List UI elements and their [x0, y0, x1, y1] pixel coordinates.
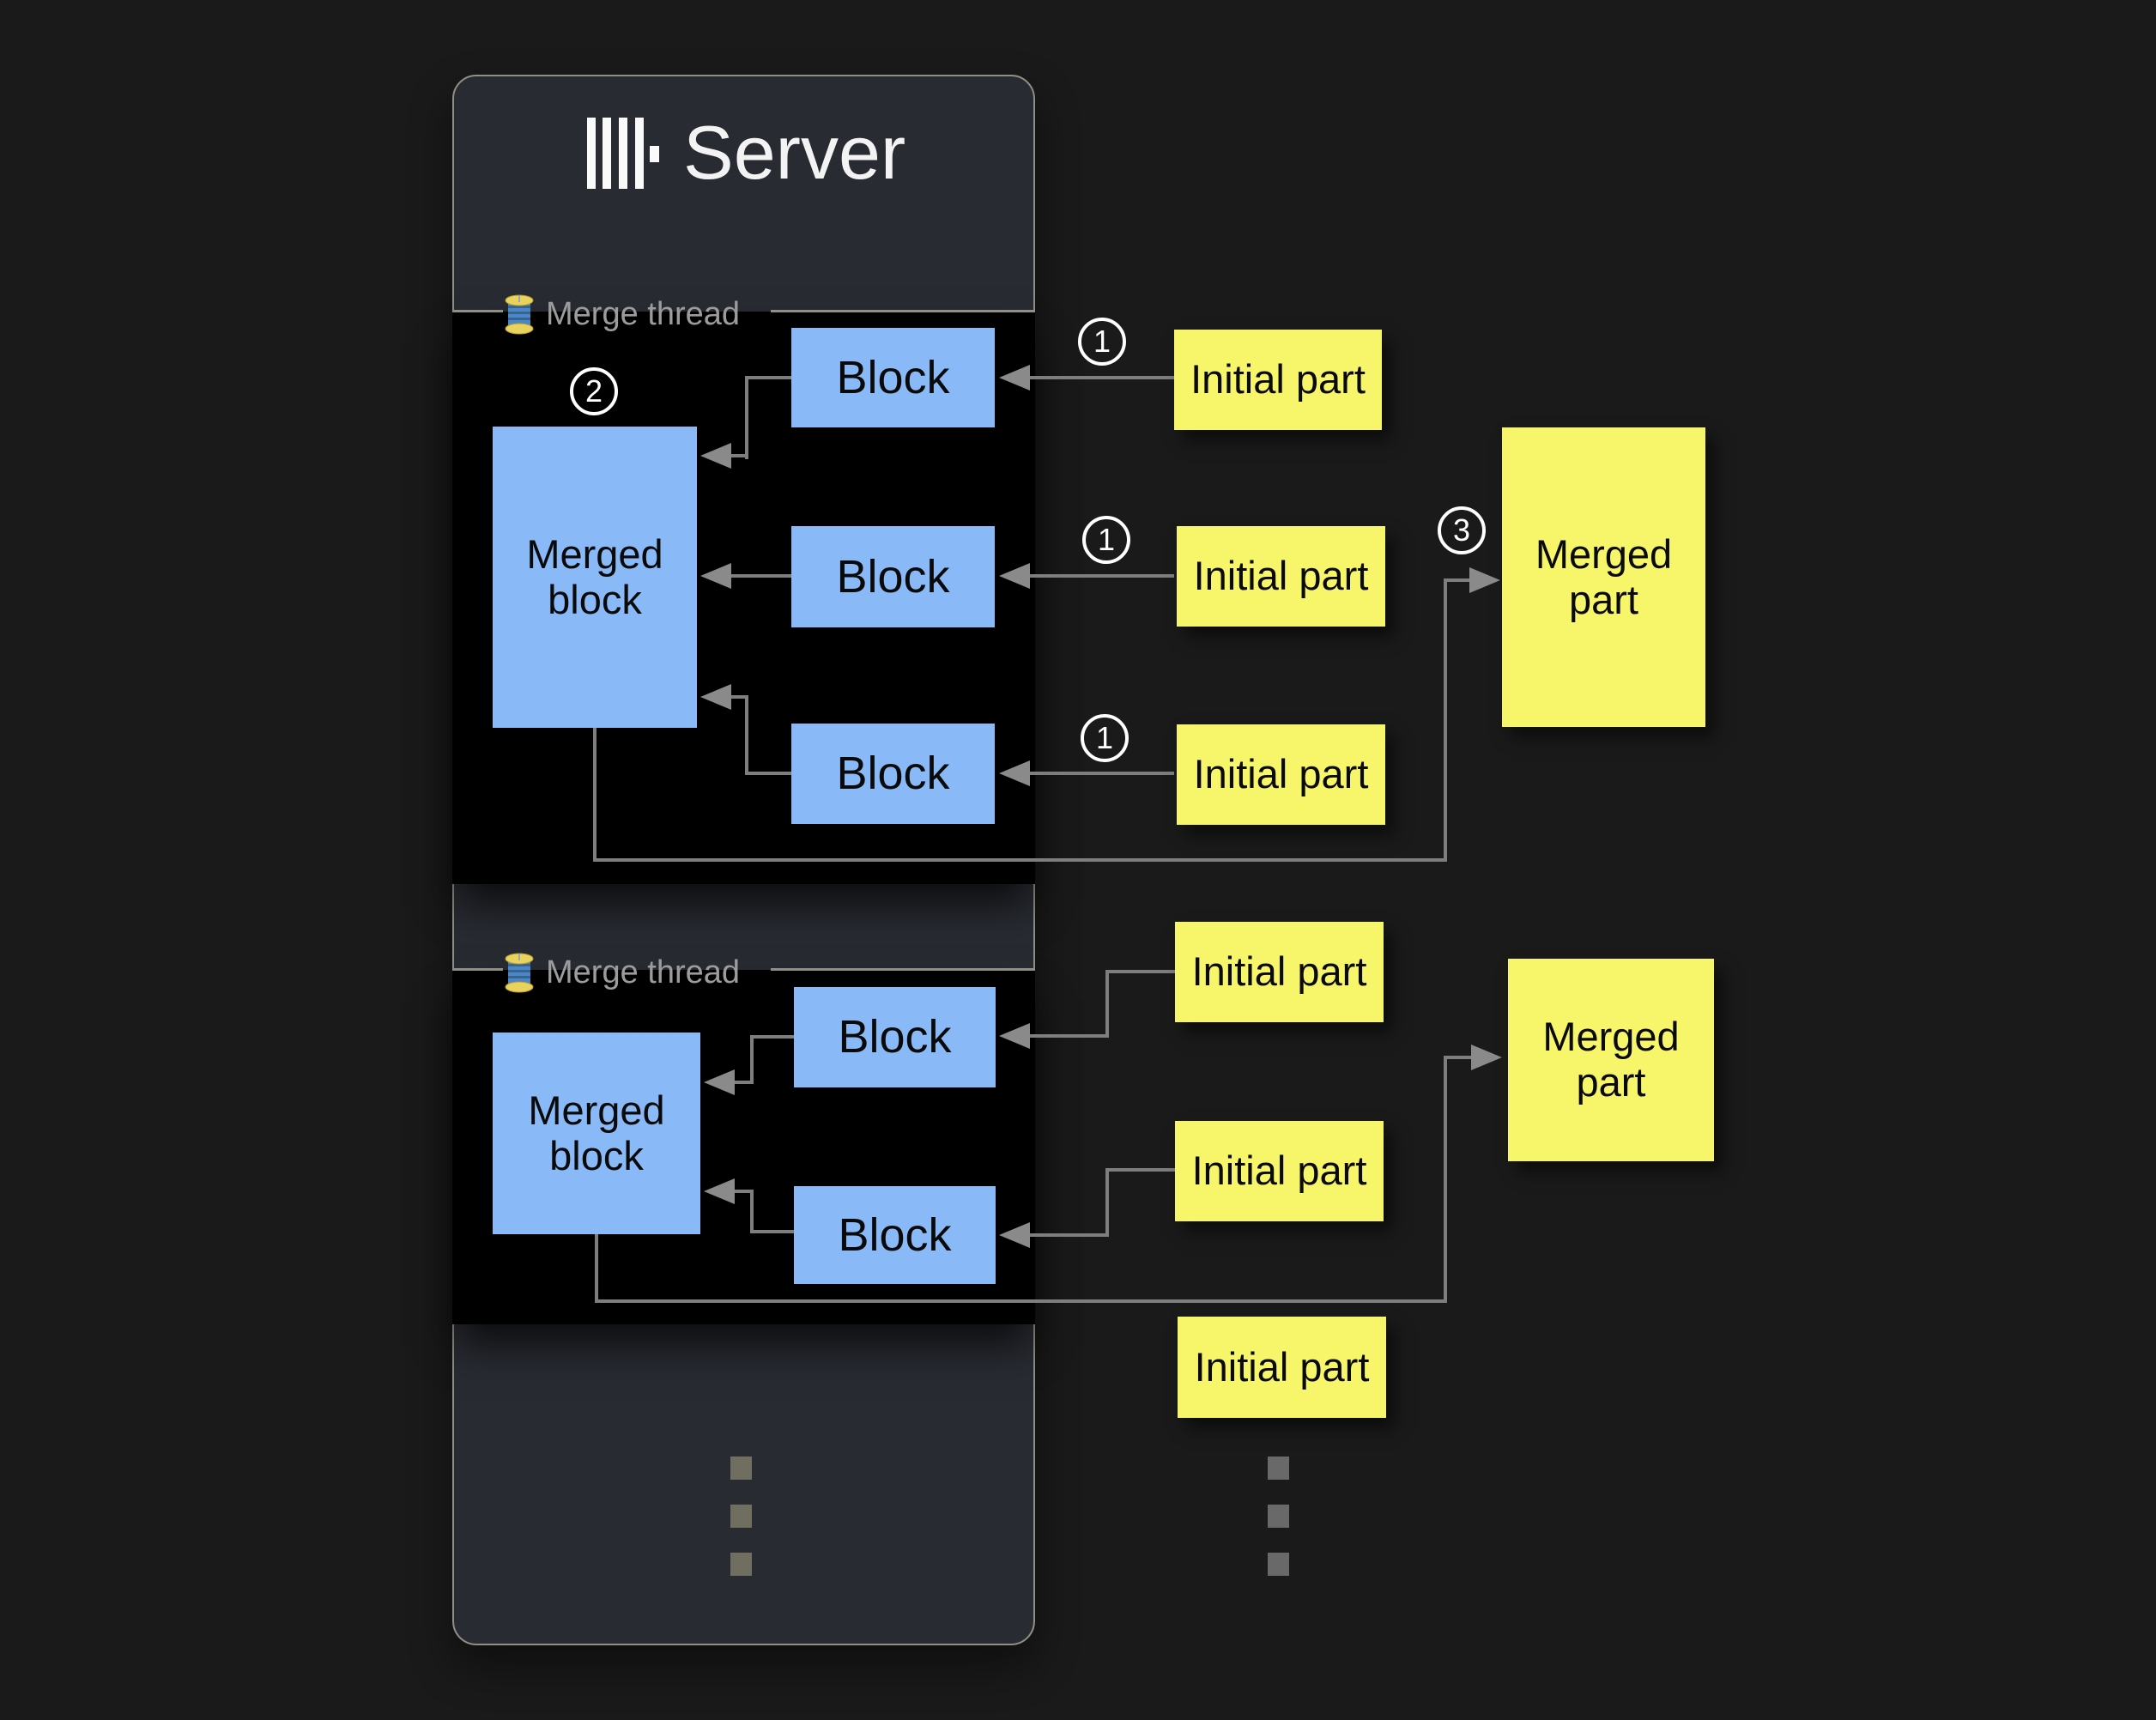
- edge-mb1-mp1: [1444, 578, 1447, 862]
- merged-part: Merged part: [1508, 959, 1714, 1161]
- edge-ip1b-block: [1030, 574, 1174, 578]
- arrowhead-left: [999, 1023, 1030, 1049]
- edge-ip1a-block: [1030, 376, 1174, 379]
- arrowhead-left: [999, 760, 1030, 786]
- edge-mb1-mp1: [1444, 578, 1473, 582]
- thread-spool-icon: [503, 952, 536, 993]
- arrowhead-left: [999, 365, 1030, 391]
- arrowhead-left: [700, 443, 731, 469]
- edge-ip2b-block: [1105, 1168, 1109, 1237]
- edge-block2a-mb: [733, 1081, 754, 1084]
- edge-ip1c-block: [1030, 772, 1174, 775]
- edge-mb2-mp2: [1444, 1056, 1473, 1059]
- step-badge-2: 2: [570, 367, 618, 415]
- edge-block2b-mb: [750, 1230, 794, 1233]
- step-badge-3: 3: [1438, 506, 1486, 554]
- arrowhead-left: [700, 684, 731, 710]
- edge-block1b-mb: [730, 574, 793, 578]
- step-badge-1: 1: [1082, 516, 1130, 564]
- ellipsis-dot: [1268, 1553, 1289, 1576]
- arrowhead-left: [999, 1222, 1030, 1248]
- edge-ip2b-block: [1105, 1168, 1176, 1172]
- merge-thread-label: Merge thread: [546, 295, 741, 332]
- edge-block1c-mb: [745, 697, 748, 775]
- initial-part: Initial part: [1178, 1317, 1386, 1418]
- edge-mb2-mp2: [1444, 1056, 1447, 1303]
- initial-part: Initial part: [1174, 330, 1382, 430]
- block: Block: [791, 724, 995, 824]
- server-header: Server: [587, 112, 905, 194]
- arrowhead-left: [704, 1069, 735, 1095]
- section-2-border-left: [452, 968, 503, 971]
- block: Block: [794, 1186, 996, 1284]
- edge-block2b-mb: [733, 1190, 754, 1193]
- arrowhead-left: [700, 563, 731, 589]
- merge-thread-label: Merge thread: [546, 954, 741, 990]
- section-2-border-right: [771, 968, 1035, 971]
- edge-mb2-mp2: [595, 1299, 1447, 1303]
- ellipsis-dot: [730, 1457, 752, 1480]
- clickhouse-logo-icon: [587, 116, 661, 190]
- merged-block: Merged block: [493, 427, 697, 728]
- edge-block1c-mb: [745, 772, 793, 775]
- block: Block: [791, 328, 995, 427]
- block: Block: [794, 987, 996, 1087]
- edge-ip2a-block: [1105, 970, 1176, 973]
- edge-block1c-mb: [730, 695, 748, 699]
- section-1-border-right: [771, 310, 1035, 312]
- block: Block: [791, 526, 995, 627]
- edge-block1a-mb: [745, 376, 748, 459]
- edge-ip2a-block: [1028, 1034, 1109, 1038]
- edge-ip2a-block: [1105, 970, 1109, 1038]
- merge-thread-legend-2: Merge thread: [503, 952, 740, 993]
- initial-part: Initial part: [1177, 724, 1385, 825]
- edge-block2b-mb: [750, 1191, 754, 1233]
- section-1-border-left: [452, 310, 503, 312]
- ellipsis-dot: [730, 1505, 752, 1528]
- merged-part: Merged part: [1502, 427, 1705, 727]
- arrowhead-right: [1471, 1045, 1502, 1070]
- edge-mb1-mp1: [593, 858, 1447, 862]
- edge-block2a-mb: [750, 1035, 794, 1039]
- initial-part: Initial part: [1175, 1121, 1384, 1221]
- thread-spool-icon: [503, 294, 536, 335]
- edge-ip2b-block: [1028, 1233, 1109, 1237]
- edge-block2a-mb: [750, 1035, 754, 1084]
- step-badge-1: 1: [1081, 714, 1129, 762]
- initial-part: Initial part: [1177, 526, 1385, 627]
- edge-mb2-mp2: [595, 1234, 598, 1303]
- ellipsis-dot: [730, 1553, 752, 1576]
- ellipsis-dot: [1268, 1457, 1289, 1480]
- arrowhead-left: [999, 563, 1030, 589]
- merged-block: Merged block: [493, 1033, 700, 1234]
- edge-block1a-mb: [745, 376, 793, 379]
- ellipsis-dot: [1268, 1505, 1289, 1528]
- arrowhead-right: [1469, 567, 1500, 593]
- server-title: Server: [683, 110, 906, 195]
- edge-block1a-mb: [730, 454, 748, 457]
- merge-thread-legend-1: Merge thread: [503, 294, 740, 335]
- arrowhead-left: [704, 1178, 735, 1204]
- step-badge-1: 1: [1078, 318, 1126, 366]
- initial-part: Initial part: [1175, 922, 1384, 1022]
- edge-mb1-mp1: [593, 728, 597, 862]
